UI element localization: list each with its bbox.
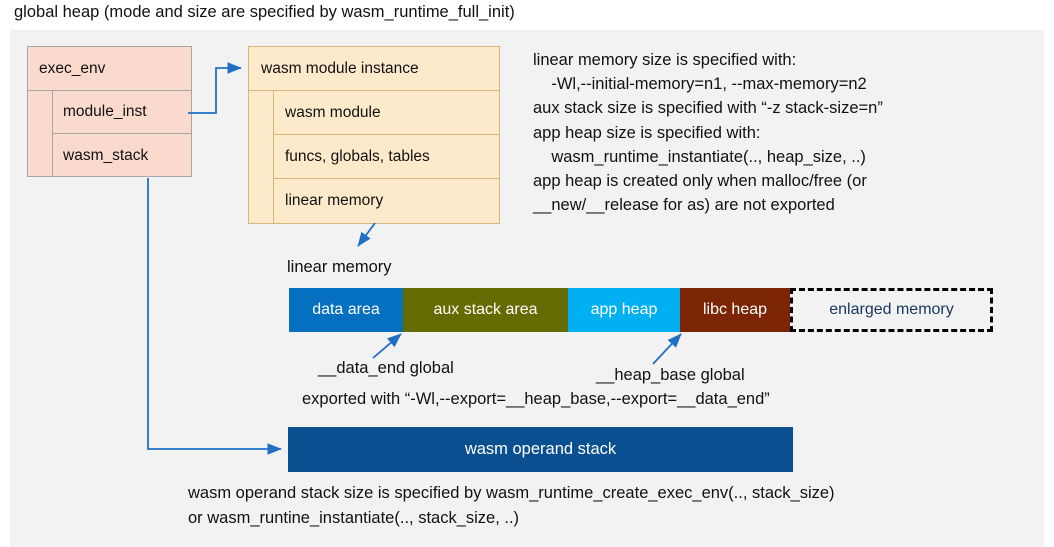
page-title: global heap (mode and size are specified… bbox=[14, 3, 515, 21]
exec-env-indent-column bbox=[28, 91, 53, 176]
wasm-module-instance-row-funcs-globals-tables: funcs, globals, tables bbox=[274, 135, 499, 179]
wasm-operand-stack-box: wasm operand stack bbox=[288, 427, 793, 472]
wasm-module-instance-header: wasm module instance bbox=[249, 47, 499, 91]
exec-env-header: exec_env bbox=[28, 47, 191, 91]
memory-configuration-notes: linear memory size is specified with: -W… bbox=[533, 51, 883, 215]
callout-heap-base: __heap_base global bbox=[596, 366, 745, 384]
memory-segment-aux-stack-area: aux stack area bbox=[403, 288, 568, 332]
exec-env-row-module-inst: module_inst bbox=[53, 91, 191, 134]
callout-exported: exported with “-Wl,--export=__heap_base,… bbox=[302, 390, 770, 408]
callout-data-end: __data_end global bbox=[318, 359, 454, 377]
wasm-module-instance-box: wasm module instance wasm module funcs, … bbox=[248, 46, 500, 224]
memory-segment-data-area: data area bbox=[289, 288, 403, 332]
memory-segment-enlarged-memory: enlarged memory bbox=[790, 288, 993, 332]
memory-segment-libc-heap: libc heap bbox=[680, 288, 790, 332]
memory-segment-app-heap: app heap bbox=[568, 288, 680, 332]
operand-stack-note: wasm operand stack size is specified by … bbox=[188, 484, 835, 527]
wasm-module-instance-indent-column bbox=[249, 91, 274, 223]
exec-env-row-wasm-stack: wasm_stack bbox=[63, 146, 149, 164]
wasm-module-instance-row-wasm-module: wasm module bbox=[274, 91, 499, 135]
linear-memory-label: linear memory bbox=[287, 258, 392, 276]
wasm-module-instance-row-linear-memory: linear memory bbox=[285, 192, 384, 209]
exec-env-box: exec_env module_inst wasm_stack bbox=[27, 46, 192, 177]
